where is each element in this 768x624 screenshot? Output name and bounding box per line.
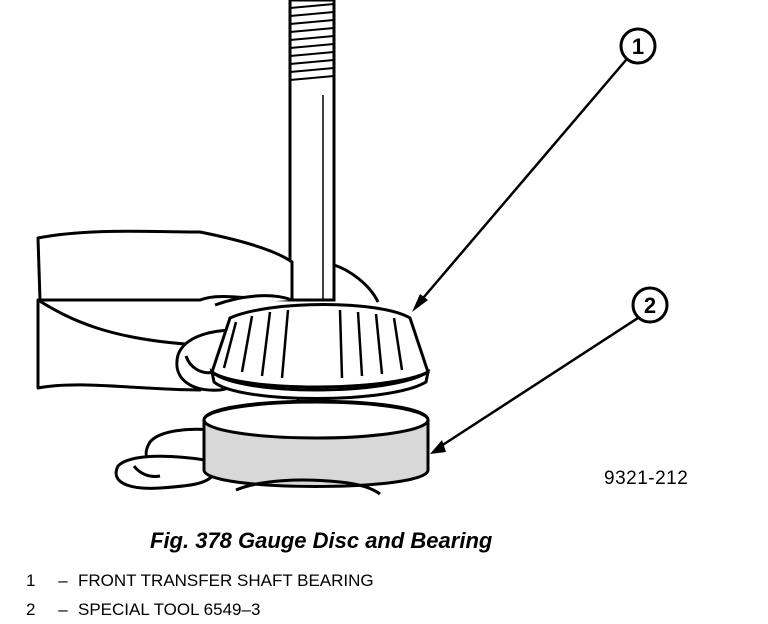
hand (36, 229, 380, 490)
callout-1-number: 1 (632, 34, 644, 59)
legend-item-2: 2 –SPECIAL TOOL 6549–3 (26, 595, 374, 624)
figure-id: 9321-212 (604, 468, 689, 489)
legend-item-1: 1 –FRONT TRANSFER SHAFT BEARING (26, 566, 374, 595)
gauge-disc (202, 399, 430, 496)
legend-item-number: 2 (26, 600, 36, 619)
legend-item-text: SPECIAL TOOL 6549–3 (78, 600, 261, 619)
legend-item-text: FRONT TRANSFER SHAFT BEARING (78, 571, 374, 590)
bearing (209, 303, 431, 400)
callout-1: 1 (412, 27, 657, 312)
legend-item-dash: – (58, 571, 68, 590)
legend: 1 –FRONT TRANSFER SHAFT BEARING 2 –SPECIAL… (26, 566, 374, 624)
illustration: 1 2 (36, 0, 669, 496)
callout-2-number: 2 (644, 293, 656, 318)
legend-item-dash: – (58, 600, 68, 619)
figure-caption: Fig. 378 Gauge Disc and Bearing (150, 528, 493, 553)
callout-2: 2 (430, 286, 669, 454)
legend-item-number: 1 (26, 571, 36, 590)
